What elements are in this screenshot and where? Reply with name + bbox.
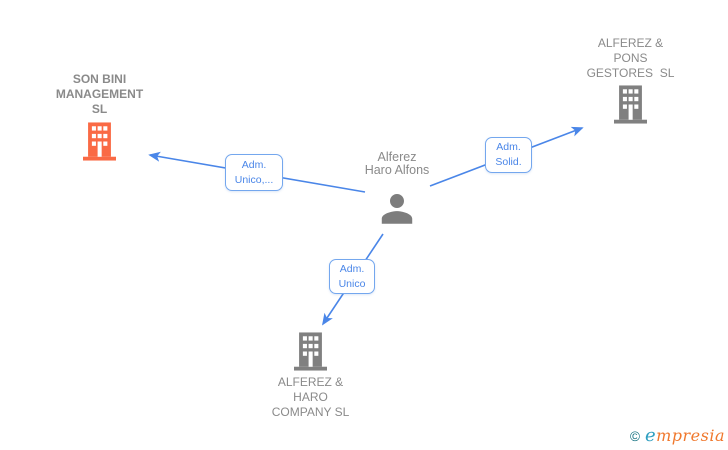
node-company-son-bini[interactable]: SON BINI MANAGEMENT SL	[27, 72, 172, 161]
person-name: Alferez Haro Alfons	[364, 150, 430, 177]
building-icon-gray	[294, 332, 327, 371]
company-name-haro-company: ALFEREZ & HARO COMPANY SL	[271, 375, 350, 419]
empresia-logo[interactable]: © empresia	[630, 425, 725, 446]
node-company-pons-gestores[interactable]: ALFEREZ & PONS GESTORES SL	[558, 36, 703, 124]
edge-label-adm-solid[interactable]: Adm. Solid.	[485, 137, 532, 173]
company-name-son-bini: SON BINI MANAGEMENT SL	[55, 72, 144, 116]
node-person-alferez-haro[interactable]: Alferez Haro Alfons	[337, 151, 457, 229]
empresia-wordmark: empresia	[645, 425, 725, 446]
person-icon	[381, 194, 413, 224]
edge-label-adm-unico-ellipsis[interactable]: Adm. Unico,...	[225, 154, 283, 191]
building-icon-orange	[83, 122, 116, 161]
node-company-haro-company[interactable]: ALFEREZ & HARO COMPANY SL	[238, 332, 383, 420]
brand-rest: mpresia	[656, 426, 725, 445]
edge-label-adm-unico[interactable]: Adm. Unico	[329, 259, 375, 294]
copyright-icon: ©	[629, 429, 640, 444]
company-name-pons-gestores: ALFEREZ & PONS GESTORES SL	[586, 36, 675, 80]
brand-letter-e: e	[644, 425, 657, 446]
building-icon-gray	[614, 85, 647, 124]
